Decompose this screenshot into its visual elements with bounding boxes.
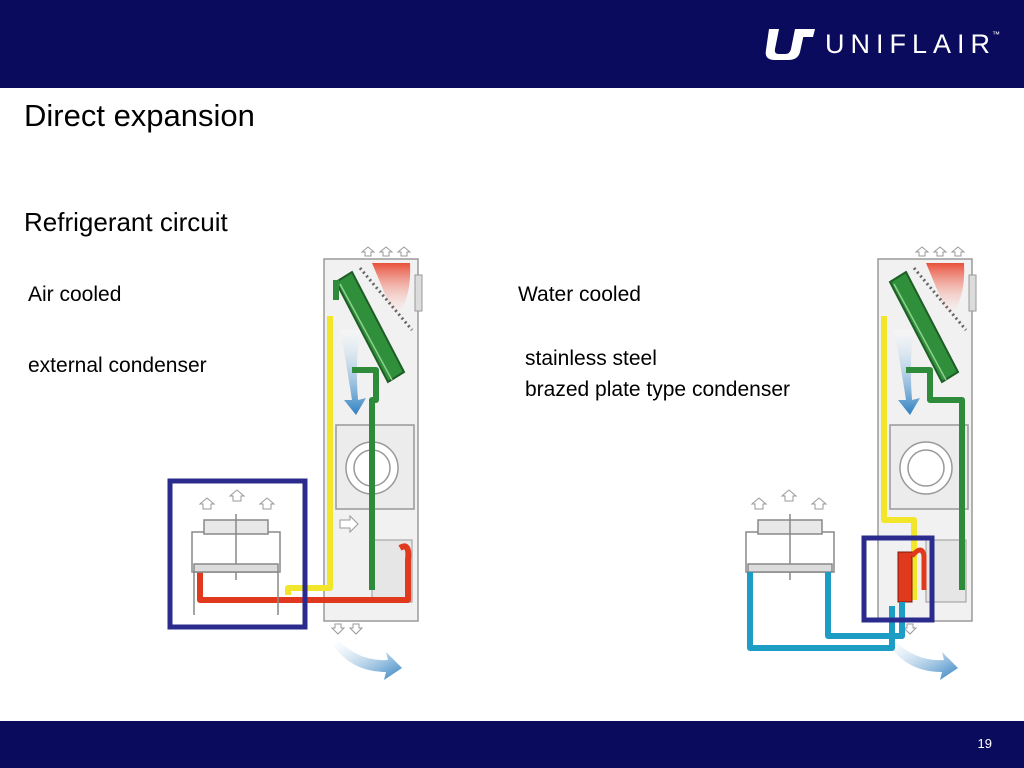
- logo-u-mark-icon: [765, 29, 815, 60]
- water-cooled-unit-diagram: [745, 246, 977, 680]
- uniflair-logo: UNIFLAIR ™: [763, 26, 1000, 62]
- brazed-plate-condenser: [897, 551, 913, 603]
- air-cooled-description: external condenser: [28, 354, 207, 377]
- trademark-symbol: ™: [992, 29, 1000, 39]
- discharge-line-pipe: [910, 547, 927, 590]
- page-number: 19: [977, 736, 992, 751]
- brand-name: UNIFLAIR: [824, 29, 996, 59]
- water-cooled-condenser-highlight-box: [861, 535, 935, 623]
- footer-bar: [0, 721, 1024, 768]
- air-inlet-arrows-icon: [330, 623, 364, 635]
- air-outlet-arrows-icon: [360, 246, 412, 257]
- air-cooled-unit-diagram: [167, 246, 423, 680]
- water-cooled-description-line1: stainless steel: [525, 347, 657, 370]
- evaporator-coil: [334, 270, 406, 384]
- header-bar: [0, 0, 1024, 88]
- air-cooled-condenser-highlight-box: [167, 478, 308, 630]
- liquid-line-pipe: [881, 316, 917, 600]
- dry-cooler: [745, 514, 835, 580]
- water-cooled-heading: Water cooled: [518, 283, 641, 306]
- warm-air-plume: [926, 263, 965, 318]
- page-title: Direct expansion: [24, 98, 255, 133]
- water-cooled-description-line2: brazed plate type condenser: [525, 378, 791, 401]
- dry-cooler-airflow-arrows-icon: [750, 489, 828, 510]
- suction-line-pipe: [906, 367, 965, 590]
- section-subtitle: Refrigerant circuit: [24, 207, 228, 237]
- discharge-line-pipe: [197, 543, 412, 603]
- air-inlet-arrows-icon: [902, 623, 918, 635]
- suction-line-pipe: [352, 367, 379, 590]
- return-air-arrow: [334, 640, 402, 680]
- evaporator-coil: [888, 270, 960, 384]
- liquid-line-pipe: [285, 316, 333, 595]
- warm-air-plume: [372, 263, 411, 318]
- return-air-arrow: [890, 640, 958, 680]
- fan-blower: [889, 424, 969, 510]
- air-cooled-heading: Air cooled: [28, 283, 122, 306]
- external-condenser: [191, 514, 281, 615]
- condenser-airflow-arrows-icon: [198, 489, 276, 510]
- air-outlet-arrows-icon: [914, 246, 966, 257]
